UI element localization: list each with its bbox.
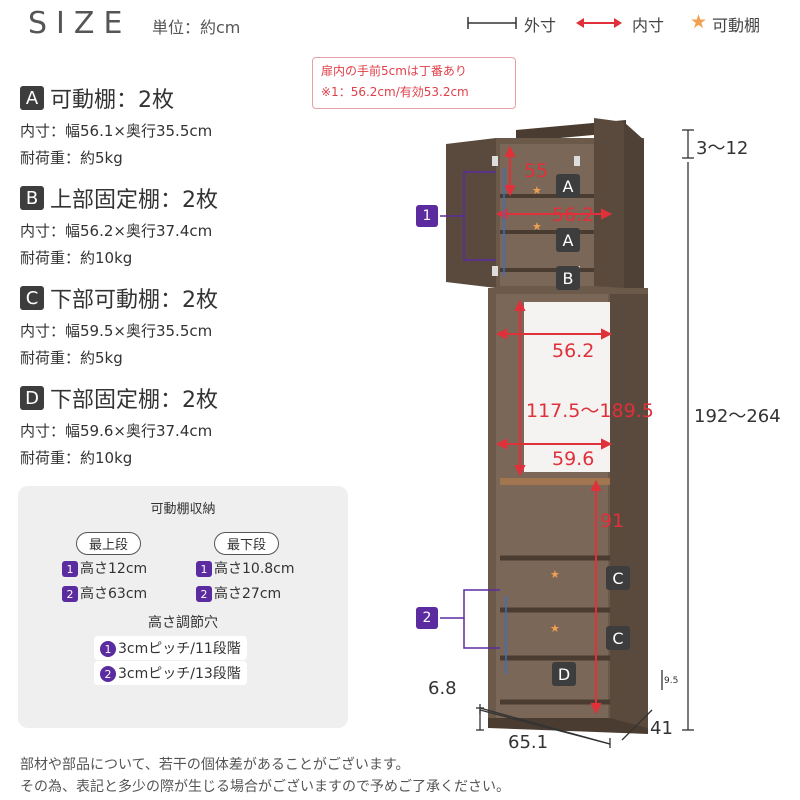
inner-width-59-6: 59.6: [552, 448, 595, 470]
adjust-holes-title: 高さ調節穴: [148, 615, 218, 631]
spec-block-a: A 可動棚：2枚 内寸：幅56.1×奥行35.5cm 耐荷重：約5kg: [20, 82, 400, 168]
star-icon: ★: [532, 220, 542, 233]
note-line-2: ※1：56.2cm/有効53.2cm: [321, 85, 469, 99]
pitch-item-2-text: 3cmピッチ/13段階: [118, 666, 241, 682]
spec-title: 下部固定棚：2枚: [50, 388, 218, 413]
right-door: [594, 118, 624, 288]
bottom-level-pill: 最下段: [214, 532, 280, 555]
spec-inner-size: 内寸：幅59.6×奥行37.4cm: [20, 422, 213, 440]
total-height-dimension: 192〜264: [694, 406, 781, 427]
star-icon: ★: [550, 622, 560, 635]
top-item-2-text: 高さ63cm: [80, 586, 148, 602]
note-line-1: 扉内の手前5cmは丁番あり: [321, 64, 467, 78]
spec-load: 耐荷重：約10kg: [20, 249, 133, 267]
spec-block-b: B 上部固定棚：2枚 内寸：幅56.2×奥行37.4cm 耐荷重：約10kg: [20, 182, 400, 268]
shelf-badge-a2: A: [556, 228, 580, 252]
left-door: [446, 138, 496, 288]
spec-load: 耐荷重：約5kg: [20, 149, 123, 167]
spec-load: 耐荷重：約5kg: [20, 349, 123, 367]
inner-width-56-2-mid: 56.2: [552, 340, 595, 362]
spec-load: 耐荷重：約10kg: [20, 449, 133, 467]
spec-inner-size: 内寸：幅59.5×奥行35.5cm: [20, 322, 213, 340]
shelf-badge-a1: A: [556, 174, 580, 198]
legend-outer: 外寸: [524, 16, 557, 35]
bottom-item-1-text: 高さ10.8cm: [214, 561, 295, 577]
storage-title: 可動棚収納: [150, 502, 216, 517]
letter-badge-b: B: [20, 186, 44, 210]
letter-badge-d: D: [20, 386, 44, 410]
number-badge: 1: [62, 561, 78, 577]
shelf-badge-b: B: [556, 266, 580, 290]
star-icon: ★: [532, 184, 542, 197]
unit-label: 単位：約cm: [152, 18, 241, 37]
spec-title: 下部可動棚：2枚: [50, 288, 218, 313]
letter-badge-c: C: [20, 286, 44, 310]
spec-title: 可動棚：2枚: [50, 88, 174, 113]
top-level-pill: 最上段: [76, 532, 142, 555]
callout-2: 2: [416, 607, 438, 629]
footer-note-1: 部材や部品について、若干の個体差があることがございます。: [20, 757, 410, 773]
shelf-badge-d: D: [552, 662, 576, 686]
legend-movable: 可動棚: [712, 16, 761, 35]
number-badge: 2: [196, 586, 212, 602]
top-gap-dimension: 3〜12: [696, 138, 749, 159]
door-hinge-note: 扉内の手前5cmは丁番あり ※1：56.2cm/有効53.2cm: [312, 57, 516, 109]
legend-inner: 内寸: [632, 16, 665, 35]
shelf-badge-c2: C: [606, 626, 630, 650]
shelf-badge-c1: C: [606, 566, 630, 590]
number-badge: 1: [100, 641, 116, 657]
star-icon: ★: [550, 568, 560, 581]
bottom-item-2-text: 高さ27cm: [214, 586, 282, 602]
letter-badge-a: A: [20, 86, 44, 110]
depth-dimension: 41: [650, 718, 673, 739]
number-badge: 2: [100, 666, 116, 682]
spec-block-d: D 下部固定棚：2枚 内寸：幅59.6×奥行37.4cm 耐荷重：約10kg: [20, 382, 400, 468]
inner-height-55: 55: [524, 160, 549, 182]
spec-title: 上部固定棚：2枚: [50, 188, 218, 213]
spec-inner-size: 内寸：幅56.1×奥行35.5cm: [20, 122, 213, 140]
top-item-1-text: 高さ12cm: [80, 561, 148, 577]
inner-height-91: 91: [600, 510, 625, 532]
number-badge: 2: [62, 586, 78, 602]
page-title: SIZE: [28, 6, 132, 41]
pitch-item-1-text: 3cmピッチ/11段階: [118, 641, 241, 657]
callout-1: 1: [416, 205, 438, 227]
small-dimension: 9.5: [664, 676, 679, 686]
inner-height-range: 117.5〜189.5: [526, 400, 654, 422]
base-height-dimension: 6.8: [428, 678, 457, 699]
outer-dimension-legend-icon: [467, 17, 517, 29]
number-badge: 1: [196, 561, 212, 577]
inner-dimension-legend-icon: [576, 18, 622, 28]
footer-note-2: その為、表記と多少の際が生じる場合がございますので予めご了承ください。: [20, 779, 510, 795]
inner-width-56-2-top: 56.2: [552, 204, 595, 226]
star-icon: ★: [690, 11, 708, 33]
width-dimension: 65.1: [508, 732, 549, 753]
spec-inner-size: 内寸：幅56.2×奥行37.4cm: [20, 222, 213, 240]
cabinet-illustration: ★ ★ ★ ★: [440, 118, 694, 748]
spec-block-c: C 下部可動棚：2枚 内寸：幅59.5×奥行35.5cm 耐荷重：約5kg: [20, 282, 400, 368]
